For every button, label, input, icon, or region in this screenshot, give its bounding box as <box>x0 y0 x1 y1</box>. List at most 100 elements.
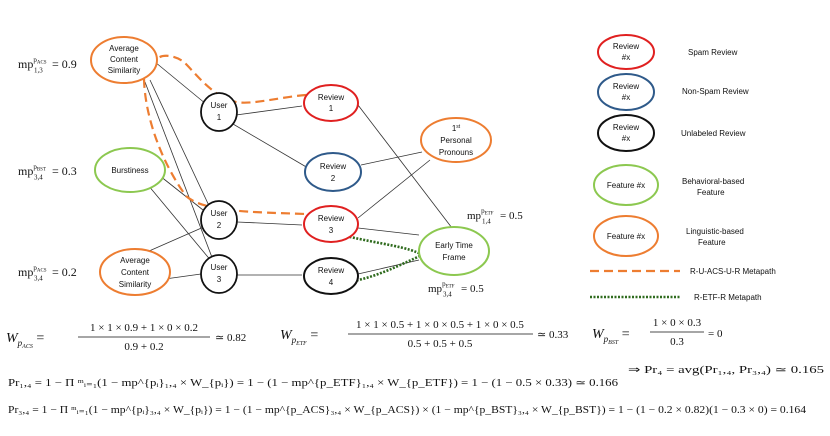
edge-acs-top-user1 <box>154 61 207 105</box>
node-user2-shape <box>200 200 238 240</box>
node-review1: Review 1 <box>303 84 359 122</box>
equation-w-bst: WpBST = 1 × 0 × 0.3 0.3 = 0 <box>592 317 723 348</box>
legend-unlabeled-label: Unlabeled Review <box>681 129 746 138</box>
node-early-time-frame: Early Time Frame <box>418 226 490 276</box>
node-acs-bottom-shape <box>99 248 171 296</box>
edge-user1-review1 <box>235 105 303 116</box>
node-review3: Review 3 <box>303 205 359 243</box>
eq-w-acs-result: ≃ 0.82 <box>215 332 246 344</box>
node-review1-line1: Review <box>318 93 344 102</box>
node-personal-pronouns-line1: Personal <box>440 136 472 145</box>
node-personal-pronouns-ordinal: 1st <box>452 124 461 133</box>
node-user2: User 2 <box>200 200 238 240</box>
graph-edges <box>139 61 453 280</box>
legend-behavioral-node-line1: Feature #x <box>607 181 645 190</box>
legend-linguistic-label-line2: Feature <box>698 238 726 247</box>
legend-linguistic-label-line1: Linguistic-based <box>686 227 744 236</box>
node-review3-shape <box>303 205 359 243</box>
node-acs-bottom-line2: Content <box>121 268 150 277</box>
node-personal-pronouns: 1st Personal Pronouns <box>420 117 492 163</box>
eq-w-bst-denominator: 0.3 <box>670 336 684 348</box>
node-personal-pronouns-line2: Pronouns <box>439 148 473 157</box>
node-review1-shape <box>303 84 359 122</box>
legend-nonspam-node <box>597 73 655 111</box>
legend-nonspam: Review #x Non-Spam Review <box>597 73 749 111</box>
edge-review4-etf <box>357 259 420 275</box>
edge-user2-review3 <box>236 221 303 226</box>
edge-acs-bottom-user3 <box>164 273 202 280</box>
edge-review3-etf <box>357 227 420 236</box>
node-etf-line1: Early Time <box>435 241 473 250</box>
legend-unlabeled-node-line1: Review <box>613 123 639 132</box>
node-etf-line2: Frame <box>442 253 466 262</box>
node-personal-pronouns-shape <box>420 117 492 163</box>
node-personal-pronouns-prefix: 1 <box>452 124 457 133</box>
legend-spam-label: Spam Review <box>688 48 738 57</box>
acs-metapath-top <box>154 54 307 104</box>
node-acs-bottom-line3: Similarity <box>119 280 151 289</box>
legend-spam-node-line1: Review <box>613 42 639 51</box>
edge-acs-top-user2 <box>149 79 212 211</box>
node-acs-top-line1: Average <box>109 44 139 53</box>
legend-etf-path: R-ETF-R Metapath <box>590 293 762 302</box>
acs-metapath-bottom <box>142 78 307 216</box>
eq-w-bst-result: = 0 <box>708 328 723 340</box>
node-acs-top-line3: Similarity <box>108 66 140 75</box>
node-review4-line1: Review <box>318 266 344 275</box>
legend-unlabeled: Review #x Unlabeled Review <box>597 114 746 152</box>
node-user3-shape <box>200 254 238 294</box>
node-user3-line1: User <box>211 263 228 272</box>
edge-burstiness-user3 <box>147 184 213 263</box>
edge-review2-pronouns <box>360 151 423 166</box>
legend-linguistic: Feature #x Linguistic-based Feature <box>593 215 744 257</box>
node-acs-top: Average Content Similarity <box>90 36 158 84</box>
node-user1-shape <box>200 92 238 132</box>
legend-nonspam-node-line1: Review <box>613 82 639 91</box>
eq-w-etf-lhs: WpETF = <box>280 328 318 347</box>
legend-linguistic-node-line1: Feature #x <box>607 232 645 241</box>
node-review3-line2: 3 <box>329 226 334 235</box>
legend-behavioral-label-line1: Behavioral-based <box>682 177 744 186</box>
eq-pr4: ⇒ Pr₄ = avg(Pr₁,₄, Pr₃,₄) ≃ 0.165 <box>628 365 824 376</box>
edge-acs-top-user3 <box>144 81 214 261</box>
eq-w-acs-lhs: WpACS = <box>6 331 44 350</box>
legend-behavioral-label-line2: Feature <box>697 188 725 197</box>
node-acs-bottom-line1: Average <box>120 256 150 265</box>
legend: Review #x Spam Review Review #x Non-Spam… <box>590 34 776 302</box>
node-review4-line2: 4 <box>329 278 334 287</box>
node-acs-bottom: Average Content Similarity <box>99 248 171 296</box>
eq-w-etf-result: ≃ 0.33 <box>537 329 569 341</box>
eq-w-acs-numerator: 1 × 1 × 0.9 + 1 × 0 × 0.2 <box>90 322 198 334</box>
node-acs-top-line2: Content <box>110 55 139 64</box>
legend-nonspam-label: Non-Spam Review <box>682 87 749 96</box>
edge-review1-etf <box>357 104 453 229</box>
eq-w-bst-numerator: 1 × 0 × 0.3 <box>653 317 702 329</box>
eq-w-acs-denominator: 0.9 + 0.2 <box>124 341 163 353</box>
node-user2-line2: 2 <box>217 221 222 230</box>
node-burstiness: Burstiness <box>94 147 166 193</box>
legend-linguistic-node <box>593 215 659 257</box>
edge-user1-review2 <box>232 123 309 169</box>
eq-w-etf-denominator: 0.5 + 0.5 + 0.5 <box>408 338 473 350</box>
eq-pr34: Pr₃,₄ = 1 − Π ᵐᵢ₌₁(1 − mp^{pᵢ}₃,₄ × W_{p… <box>8 405 807 416</box>
legend-unlabeled-node-line2: #x <box>622 134 630 143</box>
eq-pr14: Pr₁,₄ = 1 − Π ᵐᵢ₌₁(1 − mp^{pᵢ}₁,₄ × W_{p… <box>8 378 618 389</box>
node-user3: User 3 <box>200 254 238 294</box>
node-review2-line1: Review <box>320 162 346 171</box>
legend-acs-path-label: R-U-ACS-U-R Metapath <box>690 267 776 276</box>
legend-acs-path: R-U-ACS-U-R Metapath <box>590 267 776 276</box>
node-review3-line1: Review <box>318 214 344 223</box>
node-review2-line2: 2 <box>331 174 336 183</box>
node-user2-line1: User <box>211 209 228 218</box>
equation-w-etf: WpETF = 1 × 1 × 0.5 + 1 × 0 × 0.5 + 1 × … <box>280 319 569 350</box>
legend-spam-node-line2: #x <box>622 53 630 62</box>
legend-nonspam-node-line2: #x <box>622 93 630 102</box>
node-burstiness-shape <box>94 147 166 193</box>
edge-acs-bottom-user2 <box>139 225 207 256</box>
node-user3-line2: 3 <box>217 275 222 284</box>
legend-behavioral: Feature #x Behavioral-based Feature <box>593 164 744 206</box>
legend-spam: Review #x Spam Review <box>597 34 738 70</box>
